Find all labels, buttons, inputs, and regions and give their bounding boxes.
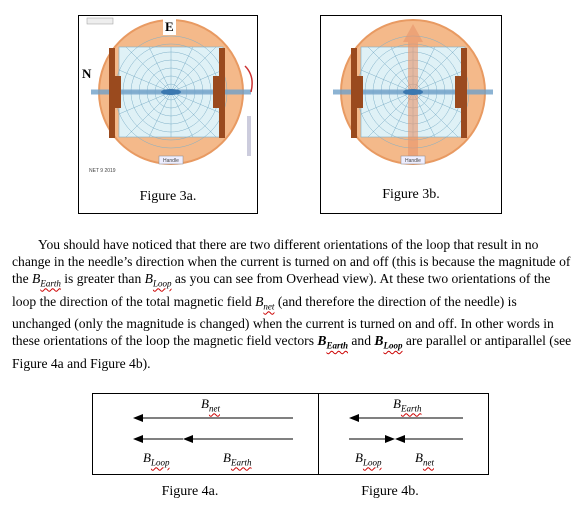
symbol-b-earth: BEarth xyxy=(32,271,61,289)
symbol-b-loop: BLoop xyxy=(144,271,172,289)
para-text-4: (and therefore the direction of the need… xyxy=(12,293,554,349)
figure-3a-box: Handle NET 9 2019 E N Figure 3a. xyxy=(78,15,258,214)
para-text-6: are parallel or antiparallel (see Figure… xyxy=(12,333,572,372)
para-text-1: You should have noticed that there are t… xyxy=(12,237,571,286)
figure-3b-box: Handle Figure 3b. xyxy=(320,15,502,214)
label-bnet-4a: Bnet xyxy=(201,396,220,414)
north-marker: N xyxy=(82,66,92,81)
vector-diagram xyxy=(133,414,463,443)
label-bearth-4a: BEarth xyxy=(223,450,252,468)
coil-left xyxy=(109,48,115,138)
para-text-2: is greater than xyxy=(60,271,145,286)
symbol-bold-b-earth: BEarth xyxy=(317,333,348,352)
handle-label-3b: Handle xyxy=(405,158,421,164)
symbol-bold-b-loop: BLoop xyxy=(374,333,403,352)
figure-4-table: Bnet BLoop BEarth BEarth BLoop Bnet xyxy=(92,393,489,475)
body-paragraph: You should have noticed that there are t… xyxy=(12,236,572,372)
figure-3b-caption: Figure 3b. xyxy=(382,187,440,202)
label-bnet-4b: Bnet xyxy=(415,450,434,468)
label-bearth-4b: BEarth xyxy=(393,396,422,414)
figure-4a-caption: Figure 4a. xyxy=(161,484,219,499)
figure-4b-caption: Figure 4b. xyxy=(361,484,419,499)
tiny-label-3a: NET 9 2019 xyxy=(89,168,116,174)
handle-label-3a: Handle xyxy=(163,158,179,164)
label-bloop-4b: BLoop xyxy=(355,450,382,468)
compass-illustration-3a: Handle NET 9 2019 xyxy=(86,17,253,174)
para-text-5: and xyxy=(347,333,375,349)
compass-illustration-3b: Handle xyxy=(333,19,493,165)
east-marker: E xyxy=(163,19,176,35)
table-divider xyxy=(318,394,319,474)
para-text-3: as you can see from Overhead view). At t… xyxy=(12,271,551,309)
figure-3a-caption: Figure 3a. xyxy=(139,189,197,204)
symbol-b-net: Bnet xyxy=(255,293,275,312)
label-bloop-4a: BLoop xyxy=(143,450,170,468)
coil-right xyxy=(219,48,225,138)
